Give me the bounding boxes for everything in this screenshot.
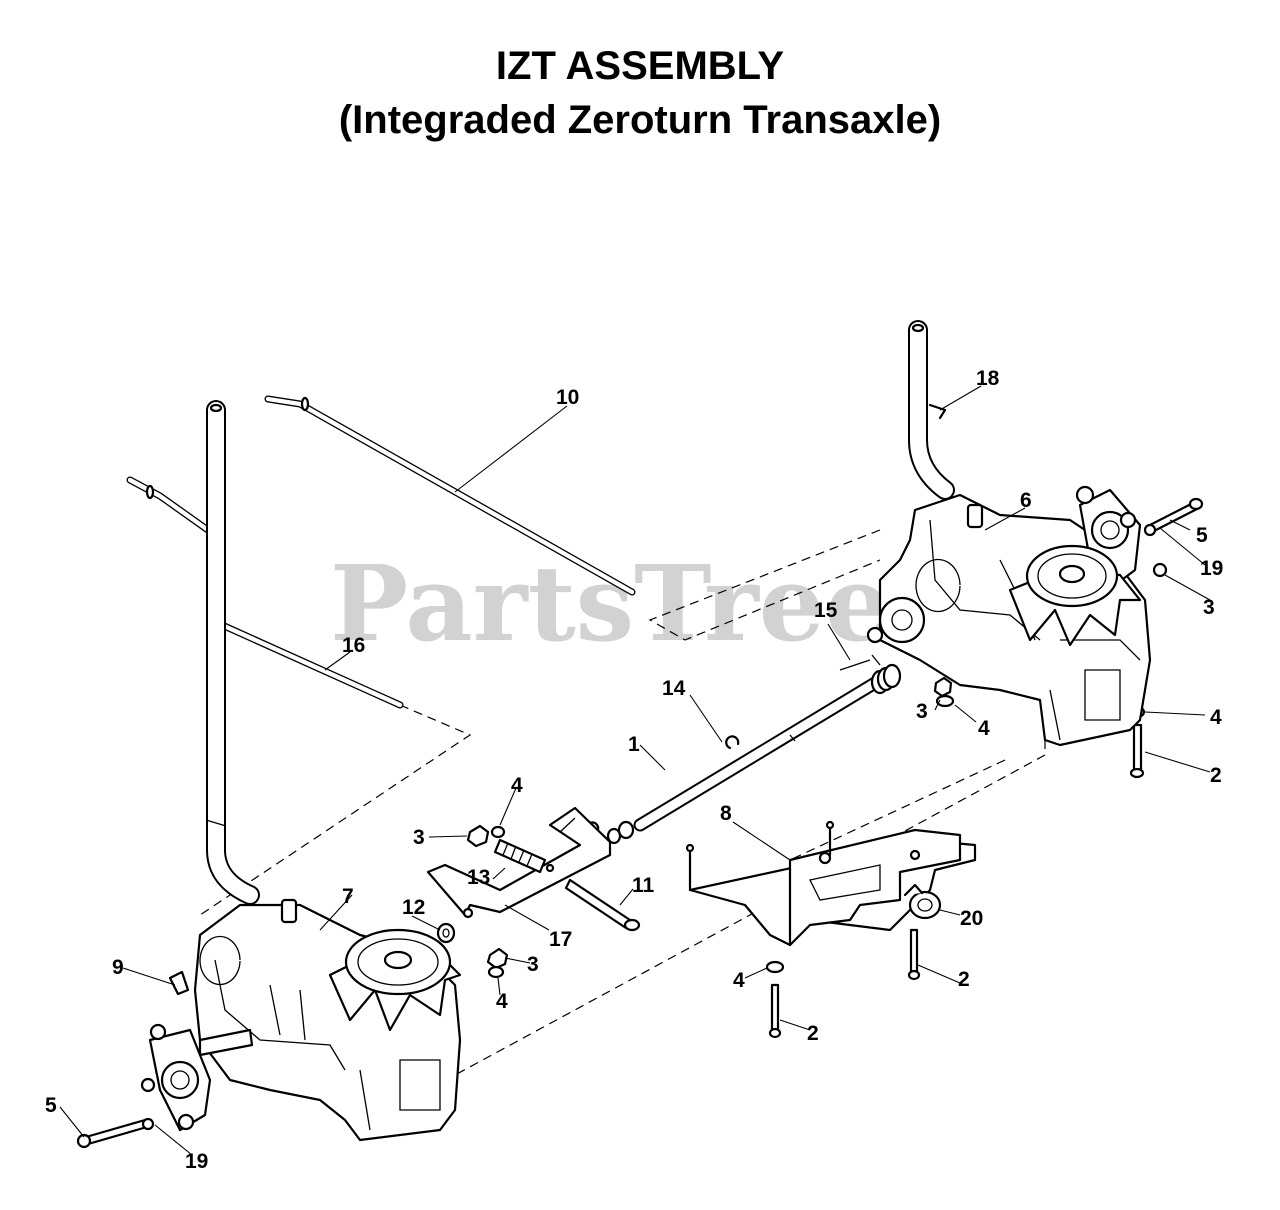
transaxle-left[interactable] (140, 400, 462, 1142)
diagram-title: IZT ASSEMBLY (495, 44, 785, 88)
callout-5-right: 5 (1196, 524, 1208, 547)
callout-7: 7 (342, 885, 354, 908)
bushing[interactable] (436, 922, 456, 944)
washer[interactable] (490, 825, 506, 839)
callout-4-lower: 4 (496, 990, 508, 1013)
washer-lower[interactable] (487, 965, 505, 979)
callout-3-right-inner: 3 (916, 700, 928, 723)
linkage-bracket[interactable] (426, 806, 612, 919)
callout-17: 18 (976, 367, 1000, 390)
bolt-5-left[interactable] (76, 1117, 155, 1149)
leader-lines (59, 385, 1211, 1156)
bolt-2-right[interactable] (1129, 723, 1145, 779)
callout-3-bracket: 3 (413, 826, 425, 849)
callout-9: 9 (112, 956, 124, 979)
callout-4-bracket: 4 (511, 774, 523, 797)
callout-12: 13 (467, 866, 490, 889)
watermark-text: PartsTree (330, 542, 891, 665)
callout-6: 6 (1020, 489, 1032, 512)
callout-labels: 10 16 18 6 5 19 3 15 14 3 4 4 2 1 8 4 3 … (45, 367, 1223, 1173)
transaxle-right[interactable] (866, 320, 1152, 747)
hex-nut-lower[interactable] (486, 947, 509, 970)
callout-11: 12 (402, 896, 425, 919)
bolt-10[interactable] (564, 878, 641, 932)
bolt-2-center[interactable] (768, 983, 782, 1039)
callout-5-left: 5 (45, 1094, 57, 1117)
bolt-5-right[interactable] (1143, 497, 1204, 537)
callout-2-center: 2 (807, 1022, 819, 1045)
diagram-subtitle: (Integraded Zeroturn Transaxle) (338, 98, 942, 142)
mounting-plate[interactable] (685, 820, 977, 947)
shaft-bushing[interactable] (606, 820, 635, 845)
cable-clamp[interactable] (903, 883, 942, 920)
washer-right-inner[interactable] (935, 694, 955, 708)
cross-shaft[interactable] (633, 673, 887, 832)
callout-2-clamp: 2 (958, 968, 970, 991)
compression-spring[interactable] (493, 838, 547, 874)
callout-4-center: 4 (733, 969, 745, 992)
callout-3-right-upper: 3 (1203, 596, 1215, 619)
callout-16: 17 (549, 928, 572, 951)
callout-1: 1 (628, 733, 640, 756)
callout-19-left: 19 (185, 1150, 208, 1173)
callout-2-right: 2 (1210, 764, 1222, 787)
callout-15: 16 (342, 634, 365, 657)
hose-clip[interactable] (928, 403, 947, 420)
torsion-spring[interactable] (839, 654, 902, 695)
callout-10: 11 (632, 874, 655, 897)
callout-8: 8 (720, 802, 732, 825)
callout-18: 10 (556, 386, 579, 409)
control-rod-upper[interactable] (264, 395, 636, 596)
callout-4-right: 4 (1210, 706, 1222, 729)
callout-14: 15 (814, 599, 838, 622)
callout-13: 14 (662, 677, 686, 700)
callout-4-right-inner: 4 (978, 717, 990, 740)
bolt-2-clamp[interactable] (907, 928, 921, 981)
callout-20: 20 (960, 907, 983, 930)
hex-nut[interactable] (466, 824, 490, 848)
callout-19-right: 19 (1200, 557, 1223, 580)
callout-3-lower: 3 (527, 953, 539, 976)
retaining-clip[interactable] (725, 735, 740, 750)
nut-right-upper[interactable] (1152, 562, 1168, 578)
hex-nut-right[interactable] (933, 676, 953, 698)
washer-center[interactable] (765, 960, 785, 974)
